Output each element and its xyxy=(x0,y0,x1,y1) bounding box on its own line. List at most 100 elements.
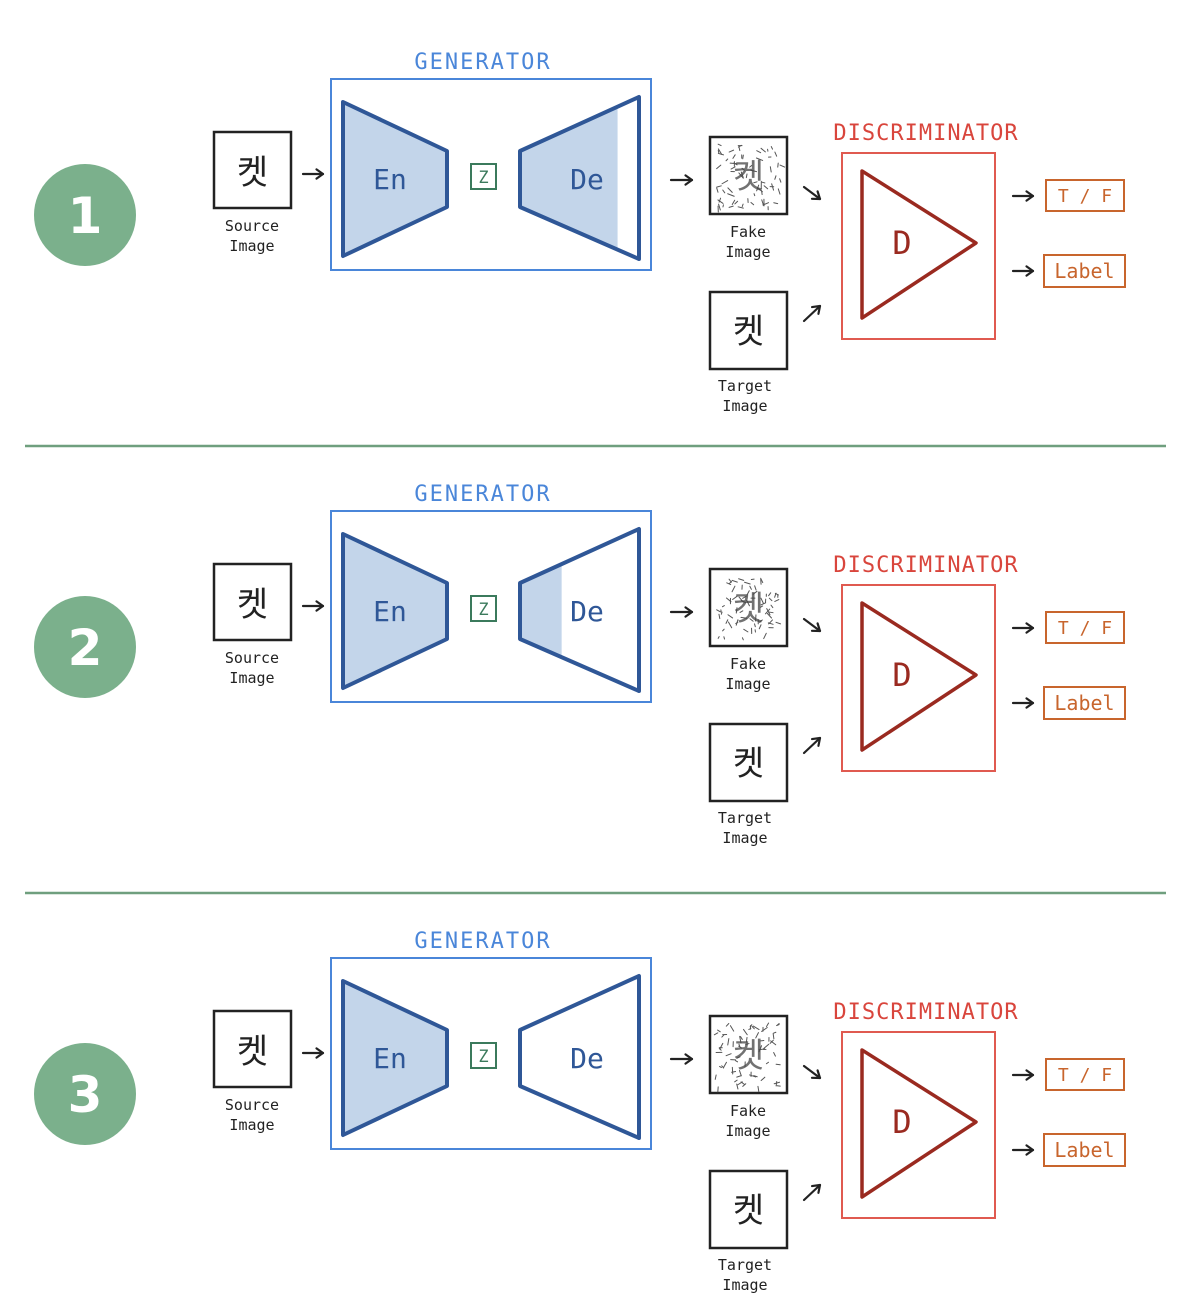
noise-stroke xyxy=(752,1025,760,1031)
noise-stroke xyxy=(725,1053,732,1057)
decoder-label: De xyxy=(570,595,604,628)
noise-stroke xyxy=(732,154,736,159)
output-label-text: Label xyxy=(1054,691,1114,715)
noise-stroke xyxy=(773,1052,776,1057)
arrow-target-to-discriminator xyxy=(802,1183,822,1202)
noise-stroke xyxy=(731,199,736,205)
noise-stroke xyxy=(748,1028,752,1030)
step-number: 3 xyxy=(68,1066,103,1124)
fake-glyph: 켓 xyxy=(733,157,764,197)
arrow-to-label xyxy=(1011,697,1035,709)
arrow-to-label-head xyxy=(1025,1144,1035,1156)
arrow-to-label xyxy=(1011,1144,1035,1156)
output-label-box xyxy=(1043,254,1126,288)
target-image-box xyxy=(708,1169,789,1250)
step-badge xyxy=(34,596,136,698)
arrow-to-tf-head xyxy=(1025,190,1035,202)
source-image-box xyxy=(212,130,293,210)
noise-stroke xyxy=(740,171,744,179)
noise-stroke xyxy=(749,1024,753,1028)
source-glyph: 켓 xyxy=(237,153,268,193)
source-glyph: 켓 xyxy=(237,585,268,625)
encoder-trapezoid xyxy=(341,532,449,690)
noise-stroke xyxy=(760,605,764,608)
noise-stroke xyxy=(721,1034,725,1038)
noise-stroke xyxy=(770,146,774,150)
noise-stroke xyxy=(719,1042,724,1050)
noise-stroke xyxy=(725,1023,730,1027)
generator-label: GENERATOR xyxy=(414,50,551,75)
decoder-label: De xyxy=(570,1042,604,1075)
source-image-label-line: Source xyxy=(225,649,279,667)
step-badge xyxy=(34,1043,136,1145)
arrow-fake-to-discriminator-shaft xyxy=(802,185,822,201)
noise-stroke xyxy=(722,204,724,208)
noise-stroke xyxy=(779,178,782,183)
discriminator-box xyxy=(841,1031,996,1219)
noise-stroke xyxy=(713,1032,719,1036)
noise-stroke xyxy=(755,1032,759,1039)
fake-image-label-line: Fake xyxy=(730,1102,766,1120)
step-number: 1 xyxy=(68,187,103,245)
noise-stroke xyxy=(728,205,734,208)
arrow-generator-to-fake xyxy=(669,606,694,618)
noise-stroke xyxy=(720,611,723,615)
decoder-label: De xyxy=(570,163,604,196)
target-image-label-line: Target xyxy=(718,809,772,827)
noise-stroke xyxy=(761,1027,768,1032)
noise-stroke xyxy=(722,1061,727,1069)
noise-stroke xyxy=(760,597,764,604)
noise-stroke xyxy=(761,181,766,184)
target-image-label-line: Image xyxy=(722,829,767,847)
noise-stroke xyxy=(731,579,738,583)
arrow-generator-to-fake xyxy=(669,1053,694,1065)
noise-stroke xyxy=(727,193,735,197)
noise-stroke xyxy=(734,200,739,205)
noise-stroke xyxy=(746,590,750,596)
arrow-generator-to-fake-head xyxy=(684,606,694,618)
noise-stroke xyxy=(722,605,725,608)
output-label-box xyxy=(1043,686,1126,720)
arrow-source-to-generator xyxy=(301,168,325,180)
output-label-text: Label xyxy=(1054,259,1114,283)
noise-stroke xyxy=(736,1075,742,1078)
latent-z-box xyxy=(470,163,497,190)
noise-stroke xyxy=(760,1076,766,1082)
latent-z-label: Z xyxy=(478,1047,488,1067)
arrow-target-to-discriminator-shaft xyxy=(802,304,822,323)
noise-stroke xyxy=(753,193,756,197)
noise-stroke xyxy=(756,184,760,192)
noise-stroke xyxy=(735,607,738,614)
noise-stroke xyxy=(743,628,749,633)
latent-z-box xyxy=(470,595,497,622)
noise-stroke xyxy=(734,1060,739,1063)
output-label-text: Label xyxy=(1054,1138,1114,1162)
arrow-fake-to-discriminator-shaft xyxy=(802,1064,822,1080)
noise-stroke xyxy=(730,166,736,170)
noise-stroke xyxy=(735,621,739,625)
noise-stroke xyxy=(718,203,721,211)
noise-stroke xyxy=(718,1047,722,1051)
noise-stroke xyxy=(728,578,732,583)
noise-stroke xyxy=(737,206,744,209)
source-image-box xyxy=(212,562,293,642)
arrow-to-label-head xyxy=(1025,697,1035,709)
noise-stroke xyxy=(737,144,742,148)
output-tf-box xyxy=(1045,1058,1125,1091)
encoder-trapezoid xyxy=(341,979,449,1137)
noise-stroke xyxy=(721,180,729,185)
arrow-generator-to-fake-head xyxy=(684,174,694,186)
noise-stroke xyxy=(719,1065,722,1069)
noise-stroke xyxy=(716,164,722,170)
noise-stroke xyxy=(717,1029,721,1033)
noise-stroke xyxy=(725,158,729,162)
noise-stroke xyxy=(758,619,763,623)
noise-stroke xyxy=(769,166,772,173)
noise-stroke xyxy=(749,1074,757,1078)
noise-stroke xyxy=(779,164,786,168)
source-image-label-line: Image xyxy=(229,669,274,687)
decoder-trapezoid xyxy=(518,974,641,1140)
